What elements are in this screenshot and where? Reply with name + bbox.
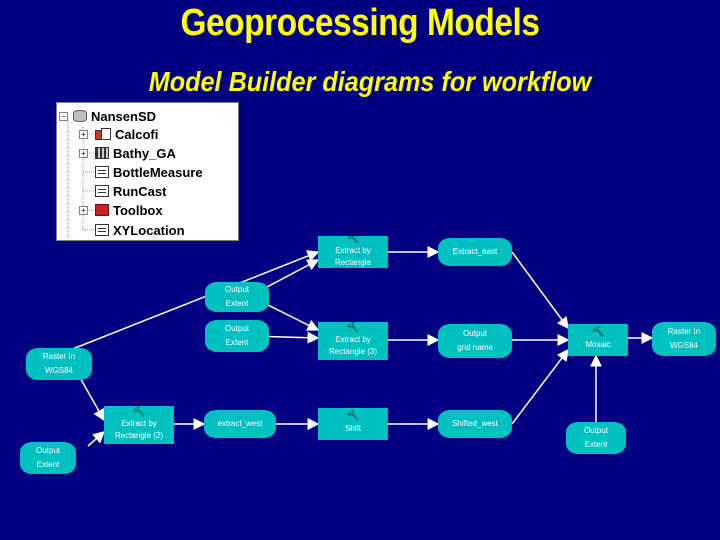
- tool-hammer-icon: 🔨︎: [591, 327, 605, 338]
- table-icon: [95, 166, 109, 178]
- tree-item-toolbox[interactable]: Toolbox: [95, 200, 163, 220]
- node-label: Shifted_west: [452, 419, 498, 428]
- tool-hammer-icon: 🔨︎: [346, 411, 360, 422]
- node-label: Output Extent: [35, 446, 60, 469]
- node-label: Output Extent: [224, 324, 249, 347]
- data-shifted-west[interactable]: Shifted_west: [438, 410, 512, 438]
- node-label: extract_west: [217, 419, 263, 428]
- tree-item-nansensd[interactable]: NansenSD: [73, 106, 156, 126]
- tool-hammer-icon: 🔨︎: [346, 323, 360, 334]
- node-label: Extract by Rectangle (3): [328, 335, 378, 356]
- tree-item-label: Calcofi: [115, 126, 159, 142]
- tree-item-label: Toolbox: [113, 202, 163, 218]
- data-raster-in-wgs84-input[interactable]: Raster In WGS84: [26, 348, 92, 380]
- expand-icon[interactable]: +: [79, 206, 88, 215]
- node-label: Shift: [344, 424, 361, 433]
- table-icon: [95, 185, 109, 197]
- tree-item-calcofi[interactable]: Calcofi: [95, 124, 158, 144]
- tree-item-label: RunCast: [113, 183, 167, 199]
- tool-hammer-icon: 🔨︎: [132, 407, 146, 418]
- node-label: Extract by Rectangle: [334, 246, 372, 267]
- node-label: Output Extent: [583, 426, 608, 449]
- tree-item-bathy-ga[interactable]: Bathy_GA: [95, 143, 176, 163]
- tree-item-bottlemeasure[interactable]: BottleMeasure: [95, 162, 203, 182]
- tool-hammer-icon: 🔨︎: [346, 234, 360, 245]
- database-icon: [73, 110, 87, 122]
- param-output-grid-name[interactable]: Output grid name: [438, 324, 512, 358]
- node-label: Output Extent: [224, 285, 249, 308]
- page-title: Geoprocessing Models: [180, 2, 540, 44]
- toolbox-icon: [95, 204, 109, 216]
- node-label: Raster In WGS84: [42, 352, 76, 375]
- raster-icon: [95, 147, 109, 159]
- tree-item-label: XYLocation: [113, 222, 185, 238]
- tool-extract-by-rectangle-3[interactable]: 🔨︎ Extract by Rectangle (3): [318, 322, 388, 360]
- collapse-icon[interactable]: −: [59, 112, 68, 121]
- tool-shift[interactable]: 🔨︎ Shift: [318, 408, 388, 440]
- tool-mosaic[interactable]: 🔨︎ Mosaic: [568, 324, 628, 356]
- expand-icon[interactable]: +: [79, 130, 88, 139]
- tool-extract-by-rectangle[interactable]: 🔨︎ Extract by Rectangle: [318, 234, 388, 268]
- param-output-extent-2[interactable]: Output Extent: [205, 320, 269, 352]
- feature-dataset-icon: [95, 128, 111, 140]
- param-output-extent-3[interactable]: Output Extent: [20, 442, 76, 474]
- data-extract-west[interactable]: extract_west: [204, 410, 276, 438]
- param-output-extent-4[interactable]: Output Extent: [566, 422, 626, 454]
- tree-item-label: NansenSD: [91, 108, 157, 124]
- tree-item-xylocation[interactable]: XYLocation: [95, 220, 185, 240]
- tree-item-label: BottleMeasure: [113, 164, 203, 180]
- node-label: Extract by Rectangle (2): [114, 419, 164, 440]
- node-label: Raster In WGS84: [667, 327, 701, 350]
- expand-icon[interactable]: +: [79, 149, 88, 158]
- catalog-tree: − NansenSD + Calcofi + Bathy_GA BottleMe…: [56, 102, 239, 241]
- tree-item-label: Bathy_GA: [113, 145, 176, 161]
- node-label: Mosaic: [585, 340, 611, 349]
- param-output-extent-1[interactable]: Output Extent: [205, 282, 269, 312]
- tree-item-runcast[interactable]: RunCast: [95, 181, 166, 201]
- data-extract-east[interactable]: Extract_east: [438, 238, 512, 266]
- table-icon: [95, 224, 109, 236]
- page-subtitle: Model Builder diagrams for workflow: [148, 66, 592, 97]
- tool-extract-by-rectangle-2[interactable]: 🔨︎ Extract by Rectangle (2): [104, 406, 174, 444]
- node-label: Extract_east: [452, 247, 498, 256]
- data-raster-in-wgs84-output[interactable]: Raster In WGS84: [652, 322, 716, 356]
- node-label: Output grid name: [457, 329, 493, 352]
